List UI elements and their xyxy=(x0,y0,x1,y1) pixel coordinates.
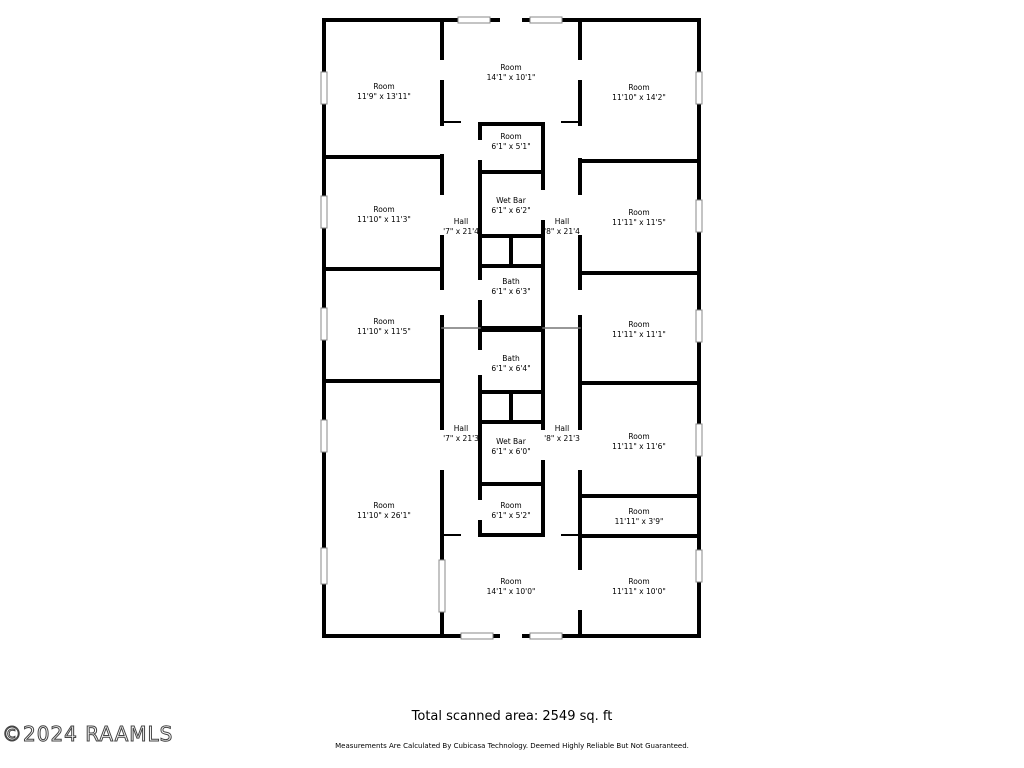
total-area: Total scanned area: 2549 sq. ft xyxy=(411,709,613,724)
hall-label-h3: Hall'7" x 21'3 xyxy=(443,424,479,443)
window xyxy=(695,423,703,457)
hall-label-h4: Hall'8" x 21'3 xyxy=(544,424,580,443)
disclaimer: Measurements Are Calculated By Cubicasa … xyxy=(335,742,689,750)
window xyxy=(457,16,491,24)
window xyxy=(320,307,328,341)
window xyxy=(320,195,328,229)
window xyxy=(460,632,494,640)
window xyxy=(320,419,328,453)
window xyxy=(695,549,703,583)
watermark: ©2024 RAAMLS xyxy=(1,722,174,747)
hall-label-h2: Hall'8" x 21'4 xyxy=(544,217,580,236)
window xyxy=(438,559,446,613)
window xyxy=(529,632,563,640)
window xyxy=(695,309,703,343)
hall-label-h1: Hall'7" x 21'4 xyxy=(443,217,479,236)
window xyxy=(695,71,703,105)
floor-plan xyxy=(320,16,703,640)
window xyxy=(695,199,703,233)
window xyxy=(529,16,563,24)
window xyxy=(320,71,328,105)
window xyxy=(320,547,328,585)
center-core-top xyxy=(478,122,545,330)
